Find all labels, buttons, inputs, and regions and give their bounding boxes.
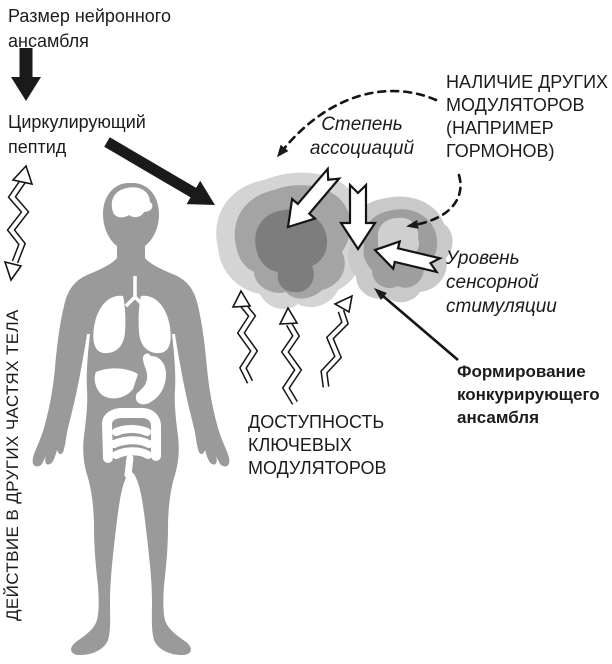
thin-arrow-icon (374, 288, 459, 361)
dashed-curve-arrow-icon (406, 173, 462, 229)
white-block-arrow-icon (286, 166, 342, 229)
stomach-icon (135, 353, 166, 405)
thick-diagonal-arrow-icon (104, 137, 215, 205)
label-action-in-other-body-parts: ДЕЙСТВИЕ В ДРУГИХ ЧАСТЯХ ТЕЛА (3, 309, 22, 621)
label-competing-ensemble-formation: Формирование конкурирующего ансамбля (457, 362, 600, 427)
label-neural-ensemble-size: Размер нейронного ансамбля (8, 6, 171, 51)
zigzag-up-arrow-icon (278, 306, 303, 405)
thick-down-arrow-icon (11, 48, 41, 101)
label-presence-of-other-modulators: НАЛИЧИЕ ДРУГИХ МОДУЛЯТОРОВ (НАПРИМЕР ГОР… (446, 72, 609, 161)
brain-icon (111, 187, 153, 218)
ensemble-core (255, 209, 328, 293)
lungs-icon (93, 295, 171, 354)
ensemble-blob-icon (216, 172, 453, 309)
label-sensory-stimulation-level: Уровень сенсорной стимуляции (446, 248, 557, 317)
double-zigzag-arrow-icon (3, 164, 34, 282)
zigzag-up-arrow-icon (320, 294, 354, 388)
zigzag-up-arrow-icon (231, 289, 259, 384)
dashed-curve-arrow-icon (277, 89, 438, 158)
intestines-icon (102, 408, 161, 479)
white-block-arrow-icon (373, 239, 444, 274)
label-degree-of-associations: Степень ассоциаций (309, 114, 415, 159)
label-key-modulators-availability: ДОСТУПНОСТЬ КЛЮЧЕВЫХ МОДУЛЯТОРОВ (248, 412, 387, 478)
liver-icon (94, 368, 138, 399)
white-block-arrow-icon (338, 182, 378, 252)
label-circulating-peptide: Циркулирующий пептид (8, 112, 146, 157)
human-body-icon (32, 183, 230, 655)
